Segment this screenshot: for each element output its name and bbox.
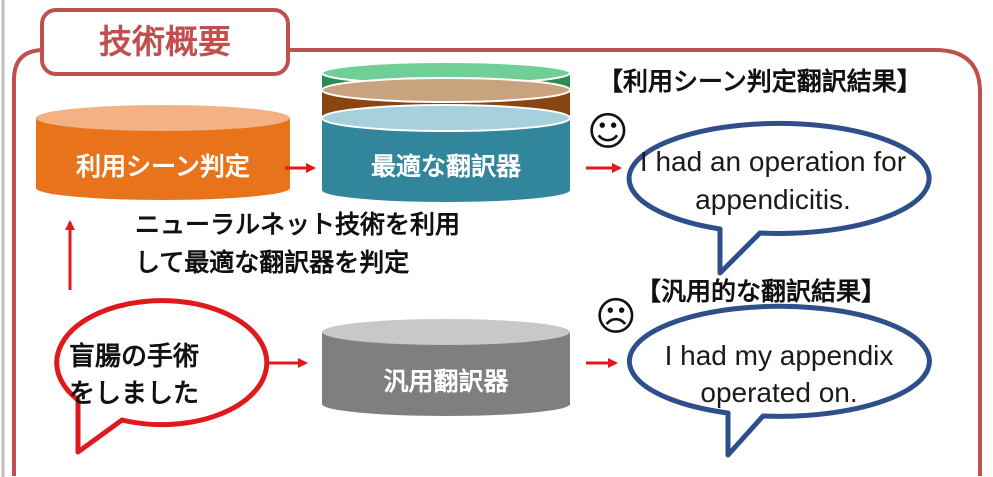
general-result-heading: 【汎用的な翻訳結果】 [636, 277, 887, 306]
selector-cylinder [36, 105, 290, 200]
sad-face-icon: ☹ [595, 294, 637, 340]
scene-result-line-1: I had an operation for [639, 146, 907, 177]
happy-face-icon: ☺ [587, 109, 629, 155]
general-result-bubble-shape [626, 303, 932, 458]
general-translator-cylinder [322, 319, 570, 416]
neural-note-line-1: ニューラルネット技術を利用 [135, 210, 461, 239]
general-result-line-1: I had my appendix [664, 340, 894, 371]
input-bubble-line-2: をしました [68, 379, 199, 409]
general-result-line-2: operated on. [700, 377, 858, 408]
general-translator-label: 汎用翻訳器 [383, 367, 509, 396]
optimal-translator-label: 最適な翻訳器 [370, 152, 521, 181]
overview-title: 技術概要 [99, 22, 231, 61]
scene-result-line-2: appendicitis. [695, 184, 851, 215]
selector-label: 利用シーン判定 [76, 152, 250, 181]
translator-stack [321, 61, 571, 202]
scene-result-heading: 【利用シーン判定翻訳結果】 [598, 67, 922, 96]
input-bubble-line-1: 盲腸の手術 [68, 342, 199, 372]
title-tab [40, 8, 290, 76]
neural-note-line-2: して最適な翻訳器を判定 [135, 248, 410, 277]
scene-result-bubble-shape [626, 120, 932, 276]
input-bubble-shape [54, 298, 270, 455]
